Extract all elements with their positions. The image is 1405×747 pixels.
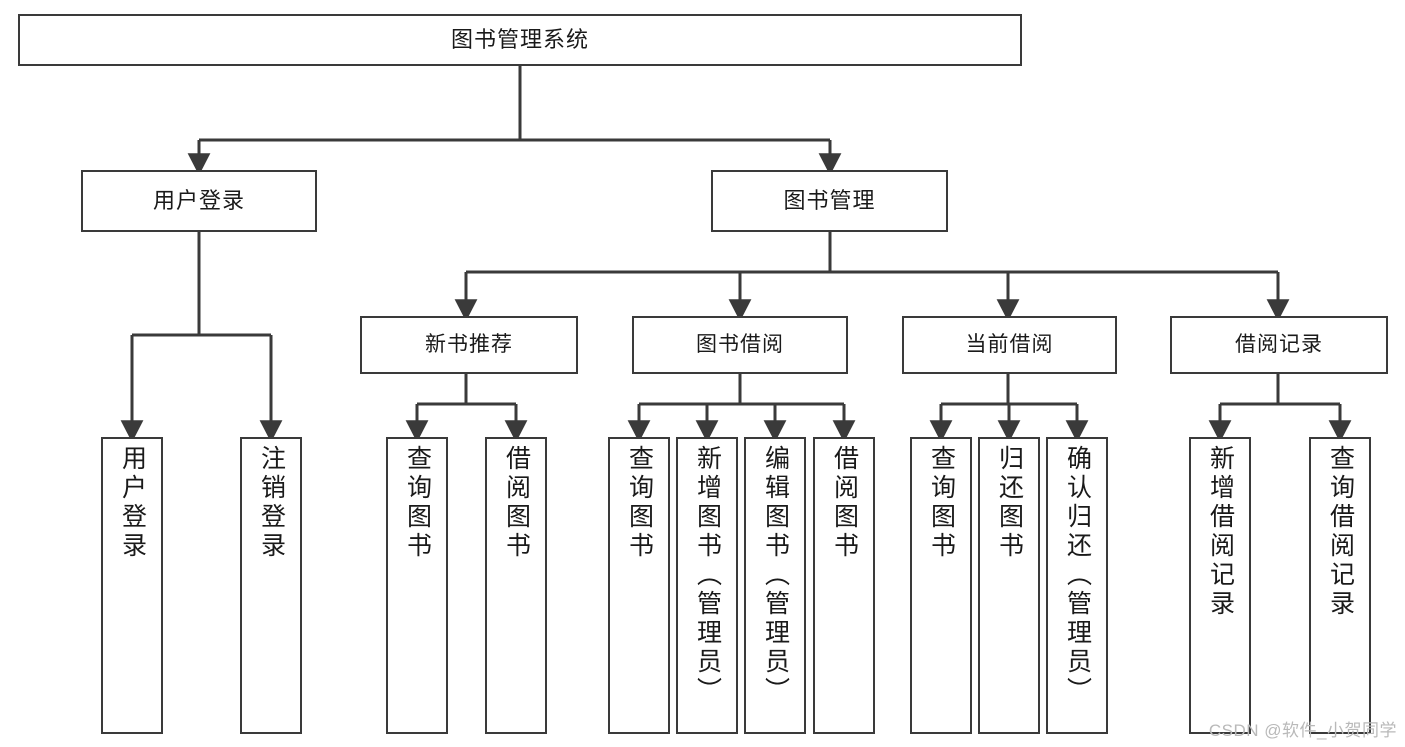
leaf-query-book-borrow[interactable]: 查询图书 xyxy=(608,437,670,734)
node-label: 图书管理系统 xyxy=(450,27,589,53)
node-label: 新增借阅记录 xyxy=(1206,445,1235,619)
node-label: 注销登录 xyxy=(257,445,286,561)
node-label: 新增图书（管理员） xyxy=(693,445,722,706)
leaf-edit-book-admin[interactable]: 编辑图书（管理员） xyxy=(744,437,806,734)
leaf-user-login[interactable]: 用户登录 xyxy=(101,437,163,734)
node-borrow-record[interactable]: 借阅记录 xyxy=(1170,316,1388,374)
node-book-borrow[interactable]: 图书借阅 xyxy=(632,316,848,374)
node-label: 编辑图书（管理员） xyxy=(761,445,790,706)
node-label: 用户登录 xyxy=(152,188,245,214)
watermark-text: CSDN @软件_小贺同学 xyxy=(1208,721,1397,740)
node-new-book-recommend[interactable]: 新书推荐 xyxy=(360,316,578,374)
node-label: 查询借阅记录 xyxy=(1326,445,1355,619)
node-label: 借阅图书 xyxy=(830,445,859,561)
node-label: 查询图书 xyxy=(403,445,432,561)
node-current-borrow[interactable]: 当前借阅 xyxy=(902,316,1117,374)
leaf-borrow-book-recommend[interactable]: 借阅图书 xyxy=(485,437,547,734)
leaf-query-book-current[interactable]: 查询图书 xyxy=(910,437,972,734)
node-label: 借阅图书 xyxy=(502,445,531,561)
leaf-query-book-recommend[interactable]: 查询图书 xyxy=(386,437,448,734)
leaf-logout[interactable]: 注销登录 xyxy=(240,437,302,734)
leaf-add-book-admin[interactable]: 新增图书（管理员） xyxy=(676,437,738,734)
node-label: 确认归还（管理员） xyxy=(1063,445,1092,706)
node-label: 新书推荐 xyxy=(425,332,513,356)
node-book-management[interactable]: 图书管理 xyxy=(711,170,948,232)
node-label: 图书借阅 xyxy=(696,332,784,356)
leaf-confirm-return-admin[interactable]: 确认归还（管理员） xyxy=(1046,437,1108,734)
leaf-return-book[interactable]: 归还图书 xyxy=(978,437,1040,734)
node-label: 用户登录 xyxy=(118,445,147,561)
node-label: 借阅记录 xyxy=(1235,332,1323,356)
leaf-add-borrow-record[interactable]: 新增借阅记录 xyxy=(1189,437,1251,734)
node-label: 查询图书 xyxy=(927,445,956,561)
node-label: 图书管理 xyxy=(783,188,876,214)
node-label: 查询图书 xyxy=(625,445,654,561)
node-user-login[interactable]: 用户登录 xyxy=(81,170,317,232)
node-book-management-system[interactable]: 图书管理系统 xyxy=(18,14,1022,66)
node-label: 归还图书 xyxy=(995,445,1024,561)
leaf-query-borrow-record[interactable]: 查询借阅记录 xyxy=(1309,437,1371,734)
node-label: 当前借阅 xyxy=(965,332,1054,356)
leaf-borrow-book[interactable]: 借阅图书 xyxy=(813,437,875,734)
